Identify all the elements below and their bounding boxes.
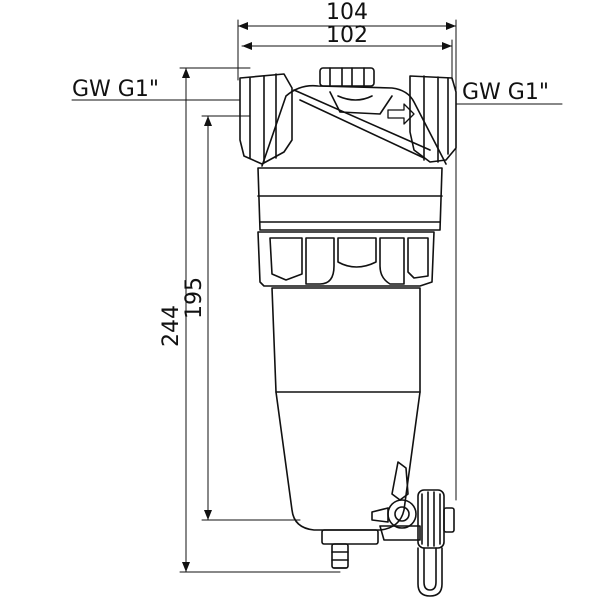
inlet-thread-label: GW G1" bbox=[72, 77, 159, 102]
bowl-ring bbox=[257, 231, 435, 287]
dimension-195-label: 195 bbox=[182, 277, 207, 319]
dimension-104-label: 104 bbox=[326, 0, 368, 25]
filter-head bbox=[239, 67, 457, 231]
dimension-lines bbox=[71, 19, 563, 573]
dimension-arrows bbox=[182, 22, 456, 572]
dimension-244-label: 244 bbox=[159, 305, 184, 347]
outlet-thread-label: GW G1" bbox=[462, 80, 549, 105]
dimension-102-label: 102 bbox=[326, 23, 368, 48]
drain-valve bbox=[371, 461, 455, 597]
filter-bowl bbox=[271, 287, 421, 569]
